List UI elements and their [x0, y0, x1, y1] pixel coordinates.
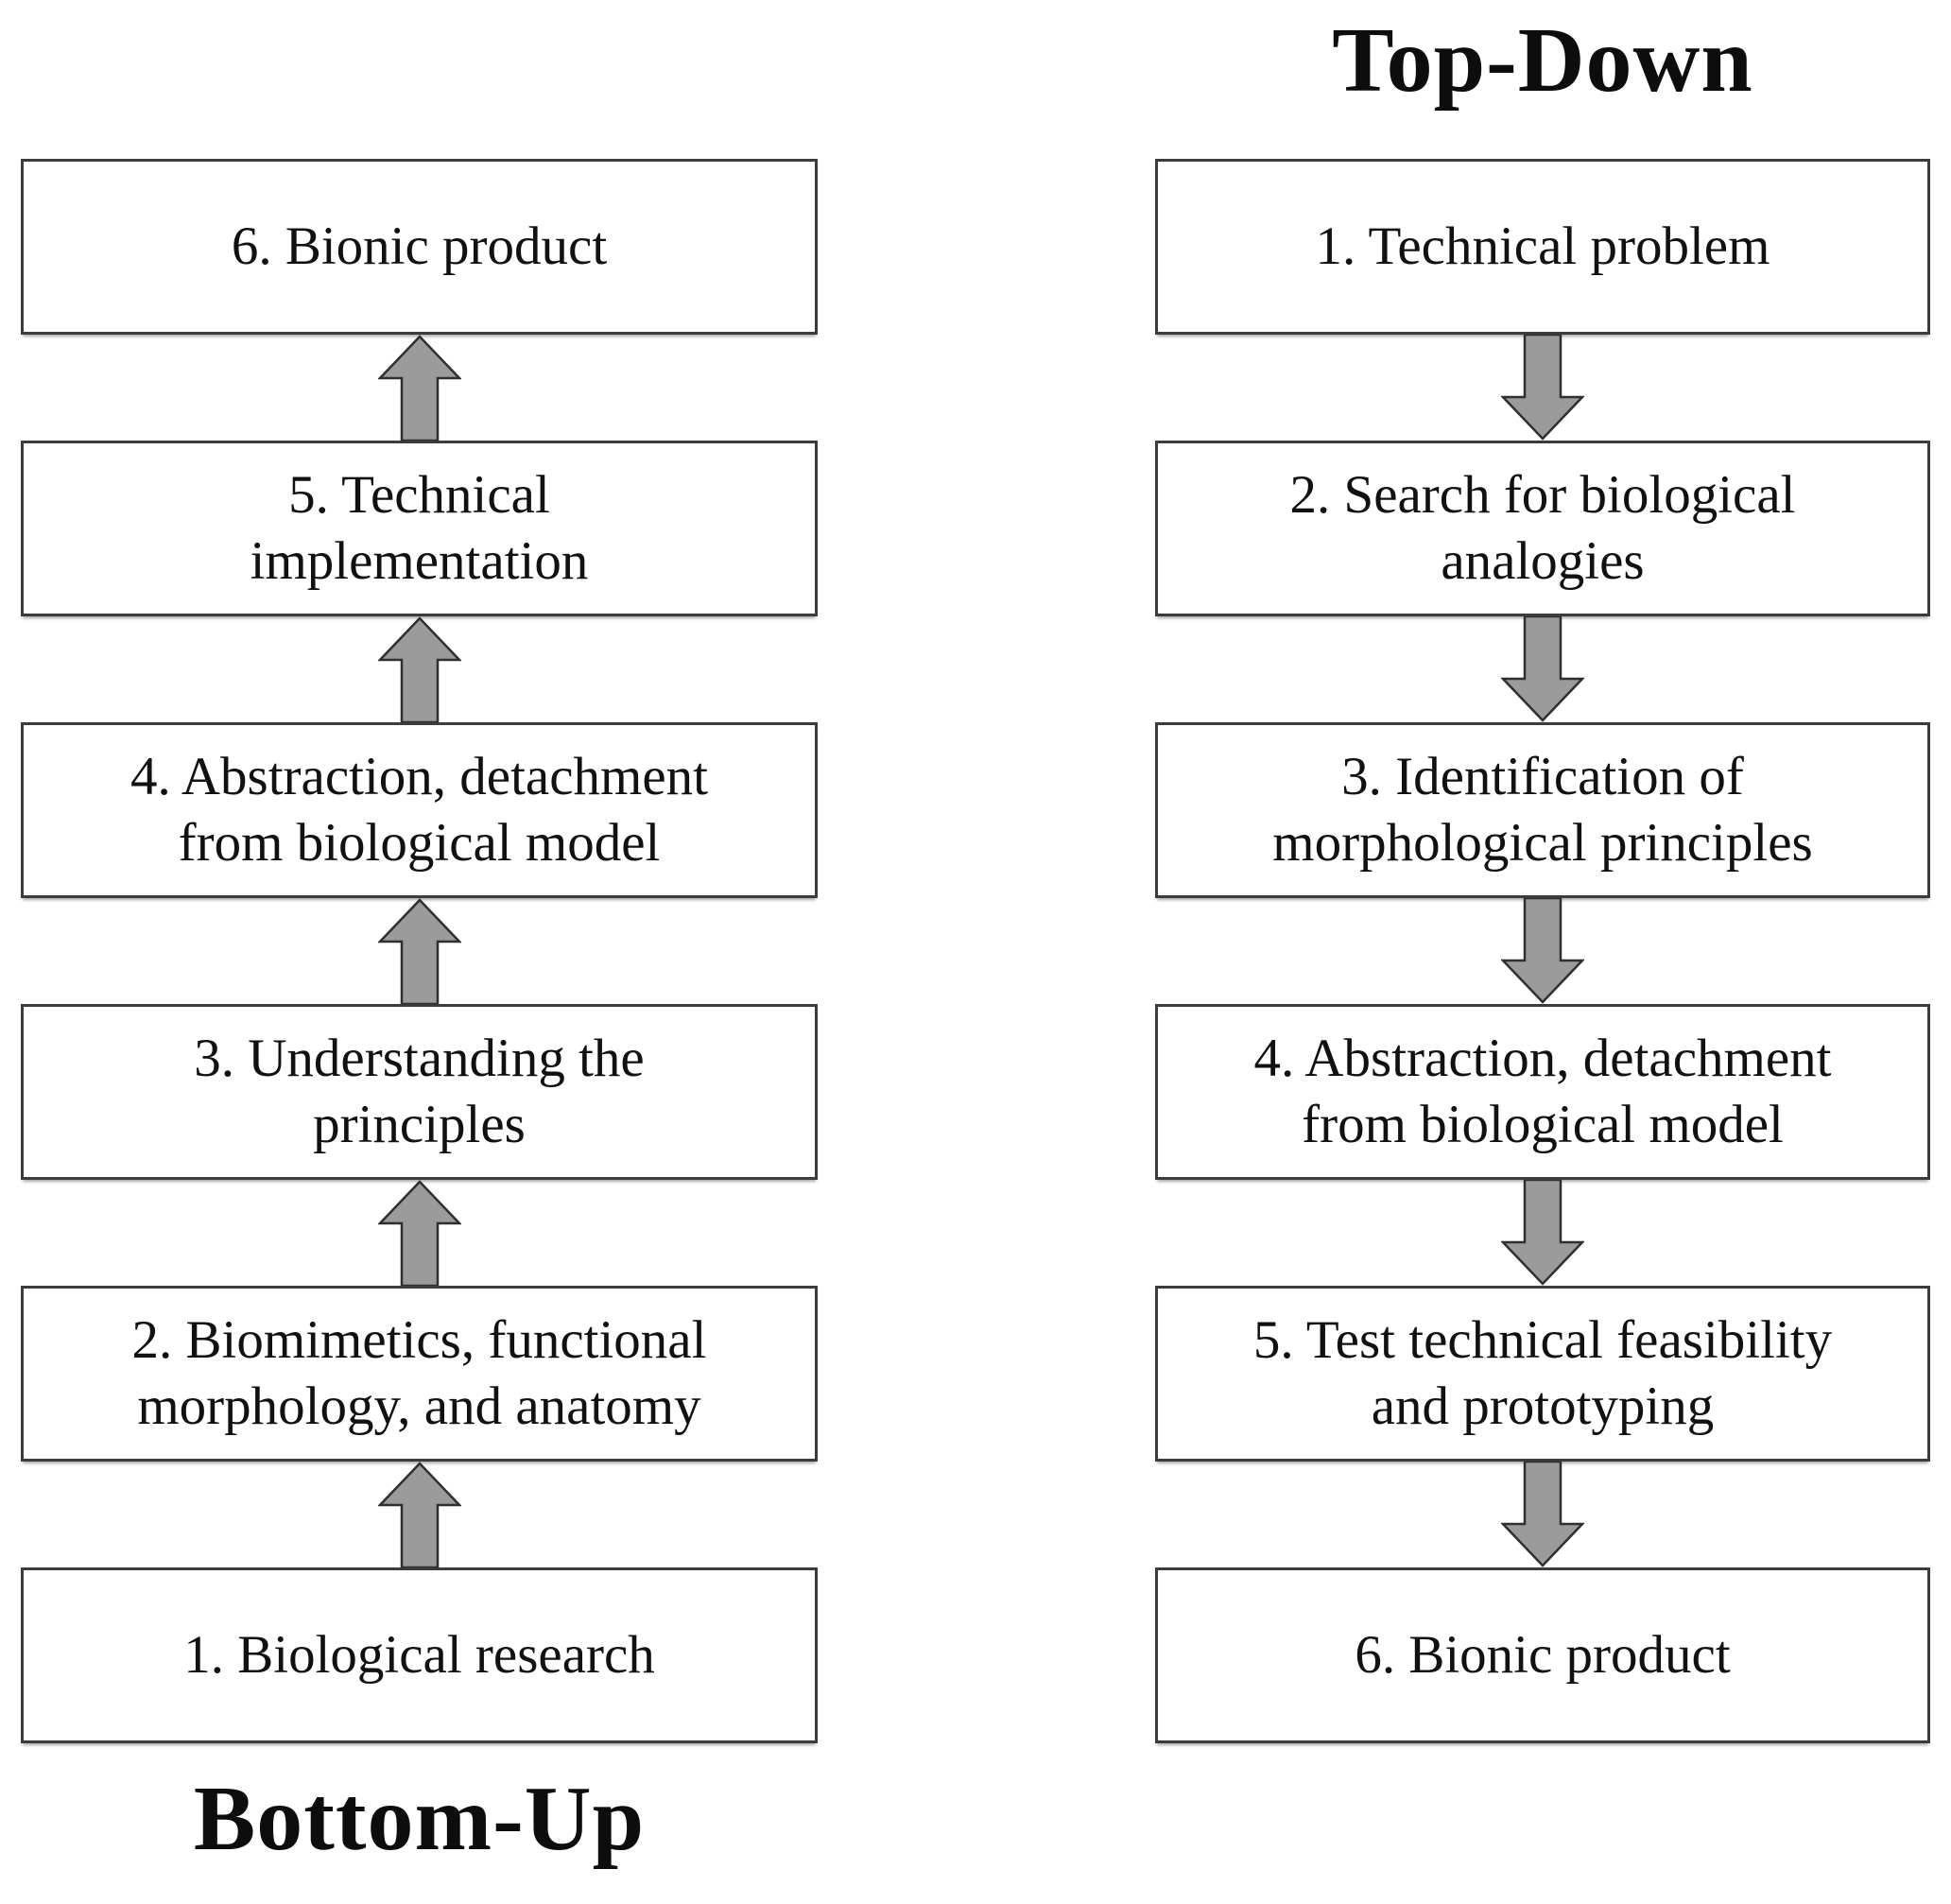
down-arrow-icon	[1501, 1462, 1584, 1567]
up-arrow-icon	[377, 898, 461, 1004]
top-down-step-1-technical-problem: 1. Technical problem	[1155, 159, 1930, 335]
top-down-arrow-zone	[1155, 898, 1930, 1004]
down-arrow-icon	[1501, 1180, 1584, 1286]
top-down-arrow-zone	[1155, 335, 1930, 441]
bottom-up-step-2-biomimetics: 2. Biomimetics, functional morphology, a…	[21, 1286, 818, 1462]
down-arrow-icon	[1501, 335, 1584, 441]
up-arrow-icon	[377, 1180, 461, 1286]
bottom-up-step-6-bionic-product: 6. Bionic product	[21, 159, 818, 335]
top-down-step-5-test-feasibility-prototyping: 5. Test technical feasibility and protot…	[1155, 1286, 1930, 1462]
top-down-step-2-search-biological-analogies: 2. Search for biological analogies	[1155, 441, 1930, 616]
top-down-step-3-identification-morphological-principles: 3. Identification of morphological princ…	[1155, 722, 1930, 898]
bottom-up-arrow-zone	[21, 1180, 818, 1286]
bottom-up-step-3-understanding-principles: 3. Understanding the principles	[21, 1004, 818, 1180]
bottom-up-step-1-biological-research: 1. Biological research	[21, 1567, 818, 1743]
bottom-up-arrow-zone	[21, 1462, 818, 1567]
bottom-up-arrow-zone	[21, 335, 818, 441]
top-down-step-4-abstraction: 4. Abstraction, detachment from biologic…	[1155, 1004, 1930, 1180]
top-down-arrow-zone	[1155, 616, 1930, 722]
bottom-up-column: 6. Bionic product 5. Technical implement…	[21, 159, 818, 1743]
down-arrow-icon	[1501, 616, 1584, 722]
top-down-title: Top-Down	[1332, 9, 1753, 112]
top-down-arrow-zone	[1155, 1180, 1930, 1286]
up-arrow-icon	[377, 1462, 461, 1567]
top-down-column: 1. Technical problem 2. Search for biolo…	[1155, 159, 1930, 1743]
down-arrow-icon	[1501, 898, 1584, 1004]
bottom-up-step-4-abstraction: 4. Abstraction, detachment from biologic…	[21, 722, 818, 898]
bottom-up-arrow-zone	[21, 616, 818, 722]
up-arrow-icon	[377, 616, 461, 722]
bottom-up-title: Bottom-Up	[193, 1768, 646, 1870]
bottom-up-step-5-technical-implementation: 5. Technical implementation	[21, 441, 818, 616]
up-arrow-icon	[377, 335, 461, 441]
top-down-arrow-zone	[1155, 1462, 1930, 1567]
bottom-up-arrow-zone	[21, 898, 818, 1004]
top-down-step-6-bionic-product: 6. Bionic product	[1155, 1567, 1930, 1743]
